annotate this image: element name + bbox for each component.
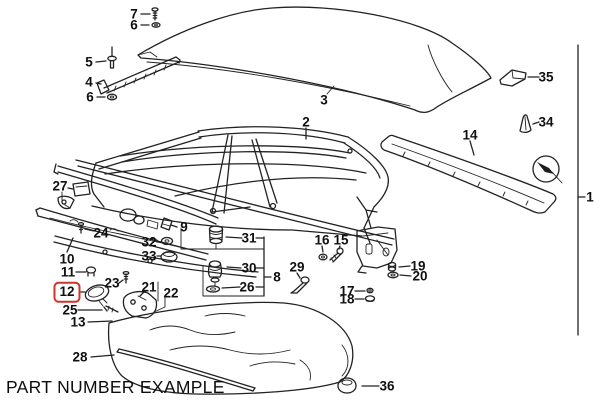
- callout-4[interactable]: 4: [85, 74, 93, 90]
- clip-part11-icon: [76, 267, 96, 276]
- rivet-part29-icon: [291, 273, 309, 293]
- caption: PART NUMBER EXAMPLE: [6, 377, 225, 397]
- callout-18[interactable]: 18: [339, 291, 355, 307]
- grommet-part36-icon: [338, 378, 379, 393]
- callout-34[interactable]: 34: [538, 114, 554, 130]
- seal-screw-detail-circle: [533, 156, 562, 183]
- callout-28[interactable]: 28: [72, 349, 88, 365]
- callout-11[interactable]: 11: [60, 264, 76, 280]
- bracket-part27-icon: [58, 182, 90, 209]
- callout-20[interactable]: 20: [412, 268, 428, 284]
- callout-25[interactable]: 25: [62, 302, 78, 318]
- washer-part16-icon: [319, 246, 327, 260]
- lower-rail: [54, 236, 258, 277]
- callout-1[interactable]: 1: [586, 189, 594, 205]
- nut-part17-icon: [355, 288, 373, 292]
- washer-part20-icon: [388, 272, 411, 278]
- callout-10[interactable]: 10: [59, 251, 75, 267]
- nut-part19-icon: [389, 263, 411, 272]
- lock-plate-part21-22: [123, 282, 165, 318]
- callout-2[interactable]: 2: [302, 114, 310, 130]
- callout-9[interactable]: 9: [180, 219, 188, 235]
- callout-33[interactable]: 33: [141, 248, 157, 264]
- callout-24[interactable]: 24: [93, 225, 109, 241]
- soft-top-cover: [138, 7, 491, 112]
- callout-36[interactable]: 36: [379, 378, 395, 394]
- trim-strip-part28: [91, 349, 255, 391]
- buffer-part30-icon: [208, 261, 241, 286]
- screw-part25-icon: [78, 306, 118, 312]
- callout-31[interactable]: 31: [241, 230, 257, 246]
- callout-32[interactable]: 32: [141, 234, 157, 250]
- callout-21[interactable]: 21: [141, 279, 157, 295]
- callout-16[interactable]: 16: [314, 232, 330, 248]
- clip-part35-icon: [500, 70, 539, 86]
- rail-part4: [96, 57, 180, 94]
- callout-19[interactable]: 19: [410, 258, 426, 274]
- callout-3[interactable]: 3: [320, 92, 328, 108]
- rear-window-seal: [381, 135, 556, 213]
- callout-5[interactable]: 5: [85, 54, 93, 70]
- assembly-bracket-part1: [578, 45, 585, 335]
- screw-part15-icon: [330, 246, 343, 262]
- clip-part9-icon: [161, 218, 177, 230]
- callout-30[interactable]: 30: [241, 260, 257, 276]
- washer-part32-icon: [157, 238, 173, 245]
- screw-part7-icon: [141, 8, 158, 20]
- callout-22[interactable]: 22: [163, 285, 179, 301]
- nut-part6-top-icon: [141, 23, 160, 27]
- compartment-lid-part13: [88, 302, 353, 394]
- callout-23[interactable]: 23: [104, 275, 120, 291]
- callout-35[interactable]: 35: [538, 69, 554, 85]
- callout-26[interactable]: 26: [239, 279, 255, 295]
- buffer-part31-icon: [210, 226, 243, 249]
- washer-part26-icon: [207, 286, 241, 292]
- callout-27[interactable]: 27: [52, 178, 68, 194]
- callout-15[interactable]: 15: [333, 232, 349, 248]
- capnut-part18-icon: [355, 296, 375, 302]
- grommet-part33-icon: [157, 252, 177, 263]
- callout-13[interactable]: 13: [70, 314, 86, 330]
- callout-6[interactable]: 6: [130, 17, 138, 33]
- detail-box: [181, 228, 264, 296]
- callout-12-highlighted[interactable]: 12: [53, 281, 81, 303]
- callout-14[interactable]: 14: [462, 127, 478, 143]
- washer-part6-bottom-icon: [97, 94, 117, 100]
- callout-8[interactable]: 8: [273, 269, 281, 285]
- callout-6[interactable]: 6: [86, 89, 94, 105]
- clip-part34-icon: [520, 115, 539, 132]
- front-bow-rail: [54, 164, 218, 229]
- folding-frame: [76, 127, 394, 245]
- callout-7[interactable]: 7: [130, 6, 138, 22]
- rivet-part5-icon: [96, 47, 116, 68]
- callout-17[interactable]: 17: [339, 283, 355, 299]
- cap-part12-icon: [81, 282, 111, 306]
- screw-part23-icon: [119, 272, 129, 283]
- callout-29[interactable]: 29: [289, 259, 305, 275]
- bracket-part8: [256, 237, 271, 296]
